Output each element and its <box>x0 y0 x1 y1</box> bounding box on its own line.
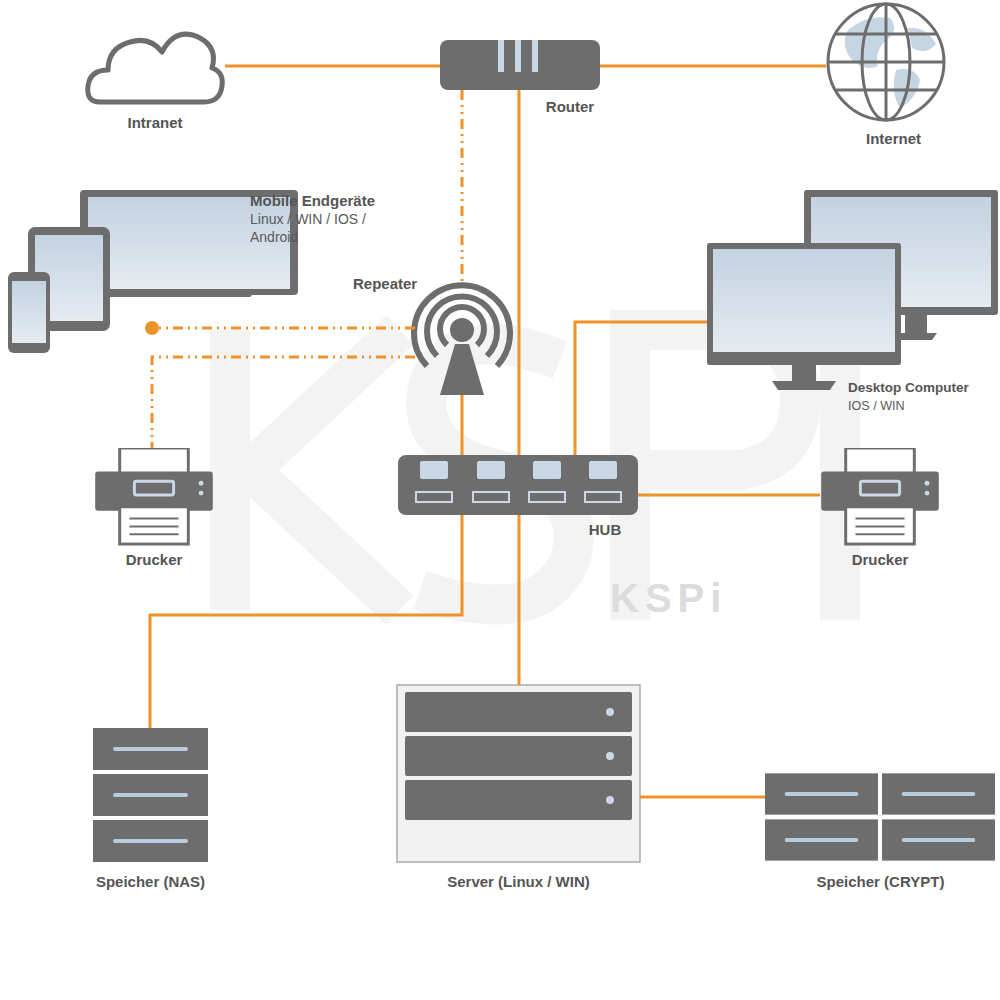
label-group: Server (Linux / WIN) <box>397 873 640 891</box>
cable-link <box>518 515 521 685</box>
wireless-link <box>152 357 415 448</box>
server-rack: Server (Linux / WIN) <box>397 685 640 862</box>
node-label: Drucker <box>85 551 223 569</box>
label-group: Router <box>535 98 605 116</box>
label-group: Desktop ComputerIOS / WIN <box>848 379 998 415</box>
node-label: Internet <box>816 130 971 148</box>
cable-link <box>640 796 765 799</box>
label-group: Speicher (CRYPT) <box>765 873 996 891</box>
wireless-link <box>152 327 415 330</box>
node-label: Router <box>535 98 605 116</box>
node-label: Speicher (NAS) <box>68 873 233 891</box>
cable-link <box>600 65 826 68</box>
label-group: Speicher (NAS) <box>68 873 233 891</box>
printer-device: Drucker <box>95 448 213 546</box>
hub-device: HUB <box>398 455 638 515</box>
node-label: Intranet <box>85 114 225 132</box>
label-group: Drucker <box>810 551 950 569</box>
router-device: Router <box>440 40 600 90</box>
printer-device: Drucker <box>820 448 940 546</box>
crypt-storage: Speicher (CRYPT) <box>765 773 996 862</box>
node-label: Drucker <box>810 551 950 569</box>
cable-link <box>461 395 464 455</box>
label-group: Intranet <box>85 114 225 132</box>
node-label: Server (Linux / WIN) <box>397 873 640 891</box>
endpoint-dot <box>145 321 159 335</box>
cable-link <box>638 494 820 497</box>
node-label: Repeater <box>353 275 433 293</box>
cable-link <box>518 90 521 455</box>
label-group: Repeater <box>353 275 433 293</box>
label-group: Drucker <box>85 551 223 569</box>
node-label: Speicher (CRYPT) <box>765 873 996 891</box>
cable-link <box>225 65 440 68</box>
node-label: Desktop Computer <box>848 379 998 397</box>
label-group: HUB <box>581 521 629 539</box>
node-sublabel: Linux / WIN / IOS / Android <box>250 210 390 246</box>
node-sublabel: IOS / WIN <box>848 397 998 415</box>
internet-globe: Internet <box>826 3 946 123</box>
desktop-computer: Desktop ComputerIOS / WIN <box>707 190 998 390</box>
mobile-devices: Mobile EndgeräteLinux / WIN / IOS / Andr… <box>8 190 152 355</box>
label-group: Mobile EndgeräteLinux / WIN / IOS / Andr… <box>250 192 390 246</box>
nas-storage: Speicher (NAS) <box>93 728 208 862</box>
cable-link <box>575 322 707 455</box>
network-cloud: Intranet <box>85 22 225 107</box>
repeater-device: Repeater <box>415 283 510 395</box>
label-group: Internet <box>816 130 971 148</box>
node-label: Mobile Endgeräte <box>250 192 390 210</box>
watermark: KSPi <box>610 576 727 621</box>
wireless-link <box>461 90 464 283</box>
node-label: HUB <box>581 521 629 539</box>
cable-link <box>150 515 462 728</box>
